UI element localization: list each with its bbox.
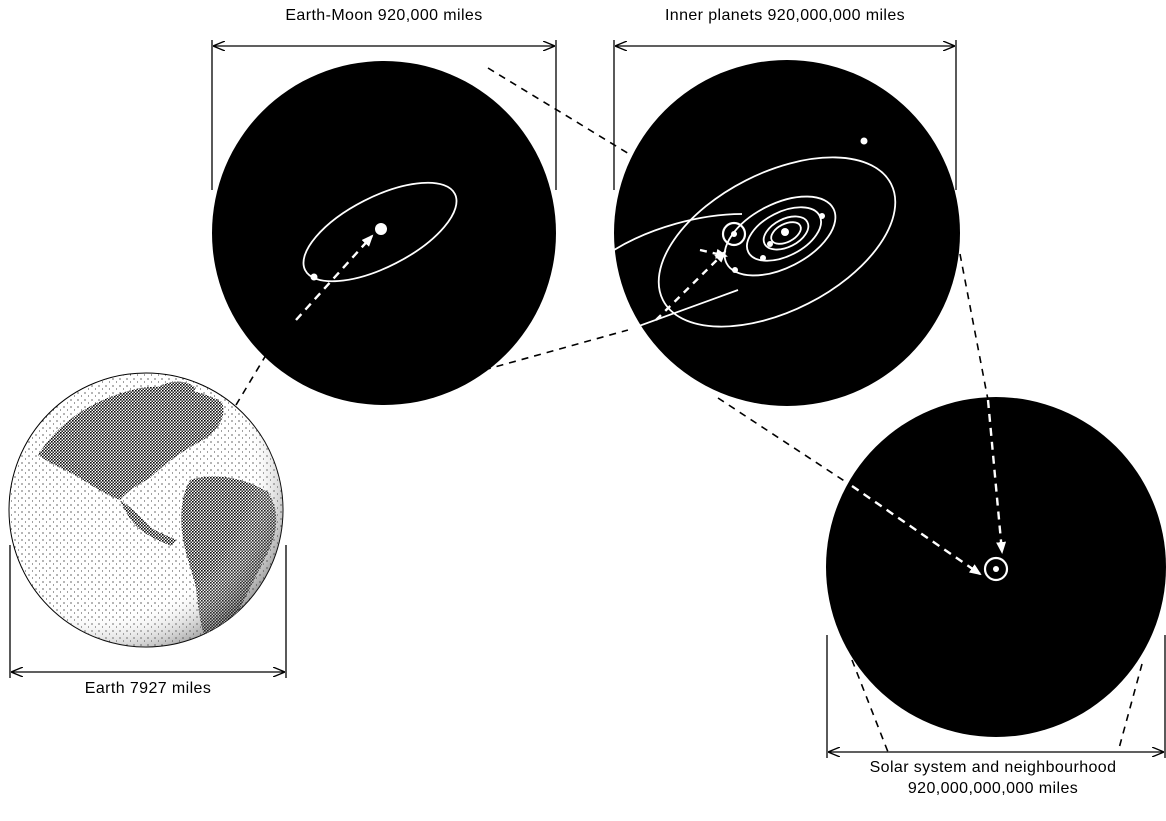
inner-planets-label: Inner planets 920,000,000 miles <box>664 7 906 24</box>
inner-to-solar-right-arrow <box>959 253 989 401</box>
sun-dot-icon <box>781 228 789 236</box>
solar-system-distance-label: 920,000,000,000 miles <box>907 780 1079 797</box>
mars-orbit <box>657 156 897 328</box>
inner-to-solar-left-arrow <box>717 397 853 487</box>
solar-system-dimension <box>826 635 1166 758</box>
earth-zoom-arrow <box>295 234 374 321</box>
moon-orbit <box>302 181 458 283</box>
earth-globe-icon <box>8 372 284 648</box>
earth-dot-icon <box>375 223 387 235</box>
solar-system-marker-icon <box>983 556 1009 582</box>
inner-planets-dimension <box>613 40 957 190</box>
solar-dim-right-connector <box>1117 663 1143 753</box>
mercury-orbit <box>762 215 810 251</box>
earth-moon-label: Earth-Moon 920,000 miles <box>285 7 483 24</box>
earth-moon-marker-icon <box>721 221 747 247</box>
solar-system-label: Solar system and neighbourhood <box>869 759 1117 776</box>
earth-label: Earth 7927 miles <box>84 680 212 697</box>
moon-dot-icon <box>310 273 318 281</box>
inner-planets-space <box>613 60 960 406</box>
earth-moon-dimension <box>211 40 557 190</box>
earth-moon-space <box>212 61 556 405</box>
comet-orbit <box>613 213 743 251</box>
earth-dimension <box>9 545 287 678</box>
solar-dim-left-connector <box>851 659 889 753</box>
solar-system-space <box>826 397 1166 737</box>
earth-orbit <box>723 195 837 277</box>
